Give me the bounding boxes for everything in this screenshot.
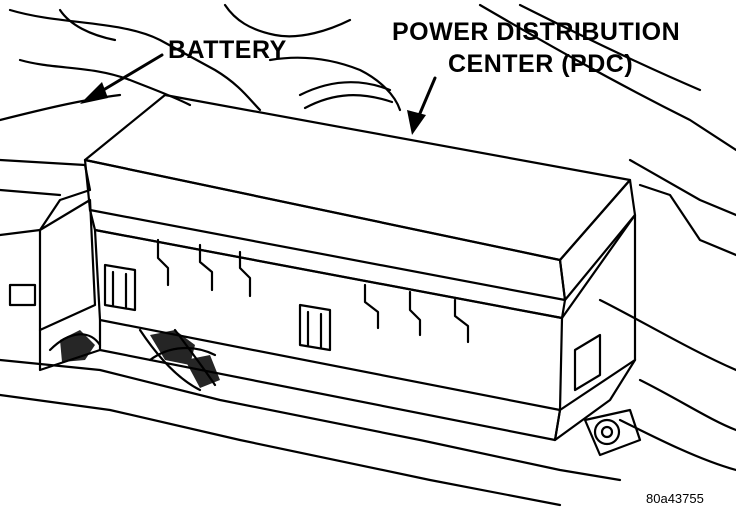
mounting-bolt-center [600,425,614,439]
pdc-callout-line2: CENTER (PDC) [448,50,634,78]
mounting-bolt [593,418,621,446]
fender-outline-7 [618,418,736,472]
battery-outline [0,158,92,237]
pdc-housing-front [93,228,564,412]
fender-outline-2 [518,3,702,92]
mounting-clip-2 [298,303,332,352]
latch-tab-3 [238,250,252,298]
fender-outline-5 [598,298,736,372]
hose-outline [298,81,392,97]
wiring-bundle-2 [138,328,202,392]
pdc-lid-side [558,178,637,302]
battery-leader-line [93,53,164,97]
wiring-shading-3 [185,355,220,388]
fender-outline-3 [628,158,736,217]
battery-outline-2 [0,188,62,197]
mounting-clip [103,263,137,312]
fender-outline [478,3,736,152]
harness-trough-2 [0,393,562,507]
pdc-housing-side [558,213,637,412]
harness-trough [0,358,622,482]
latch-tab-5 [408,290,422,337]
latch-tab-2 [198,243,214,292]
latch-tab-6 [453,298,470,344]
engine-component-outline-5 [268,56,402,112]
pdc-arrowhead [407,110,426,135]
wiring-shading [60,330,95,362]
mounting-clip-2-inner [306,310,323,349]
figure-code: 80a43755 [646,491,704,506]
engine-component-outline-4 [223,3,352,38]
battery-callout: BATTERY [168,36,287,64]
battery-terminal [8,283,37,307]
pdc-base-side [553,358,637,442]
pdc-leader-line [416,76,437,120]
mounting-clip-3 [573,333,602,392]
pdc-lid-front [83,158,567,302]
latch-tab [156,238,170,287]
fender-outline-4 [638,183,736,257]
pdc-lid-edge [88,208,567,320]
mounting-clip-inner [111,270,128,309]
bolt-bracket [583,408,642,457]
fender-outline-6 [638,378,736,432]
bracket-outline [38,198,97,332]
wiring-shading-2 [150,330,195,365]
engine-component-outline [8,8,262,112]
latch-tab-4 [363,283,380,330]
pdc-callout-line1: POWER DISTRIBUTION [392,18,681,46]
hose-outline-2 [303,94,394,110]
battery-arrowhead [80,82,108,104]
engine-component-outline-6 [58,8,117,42]
